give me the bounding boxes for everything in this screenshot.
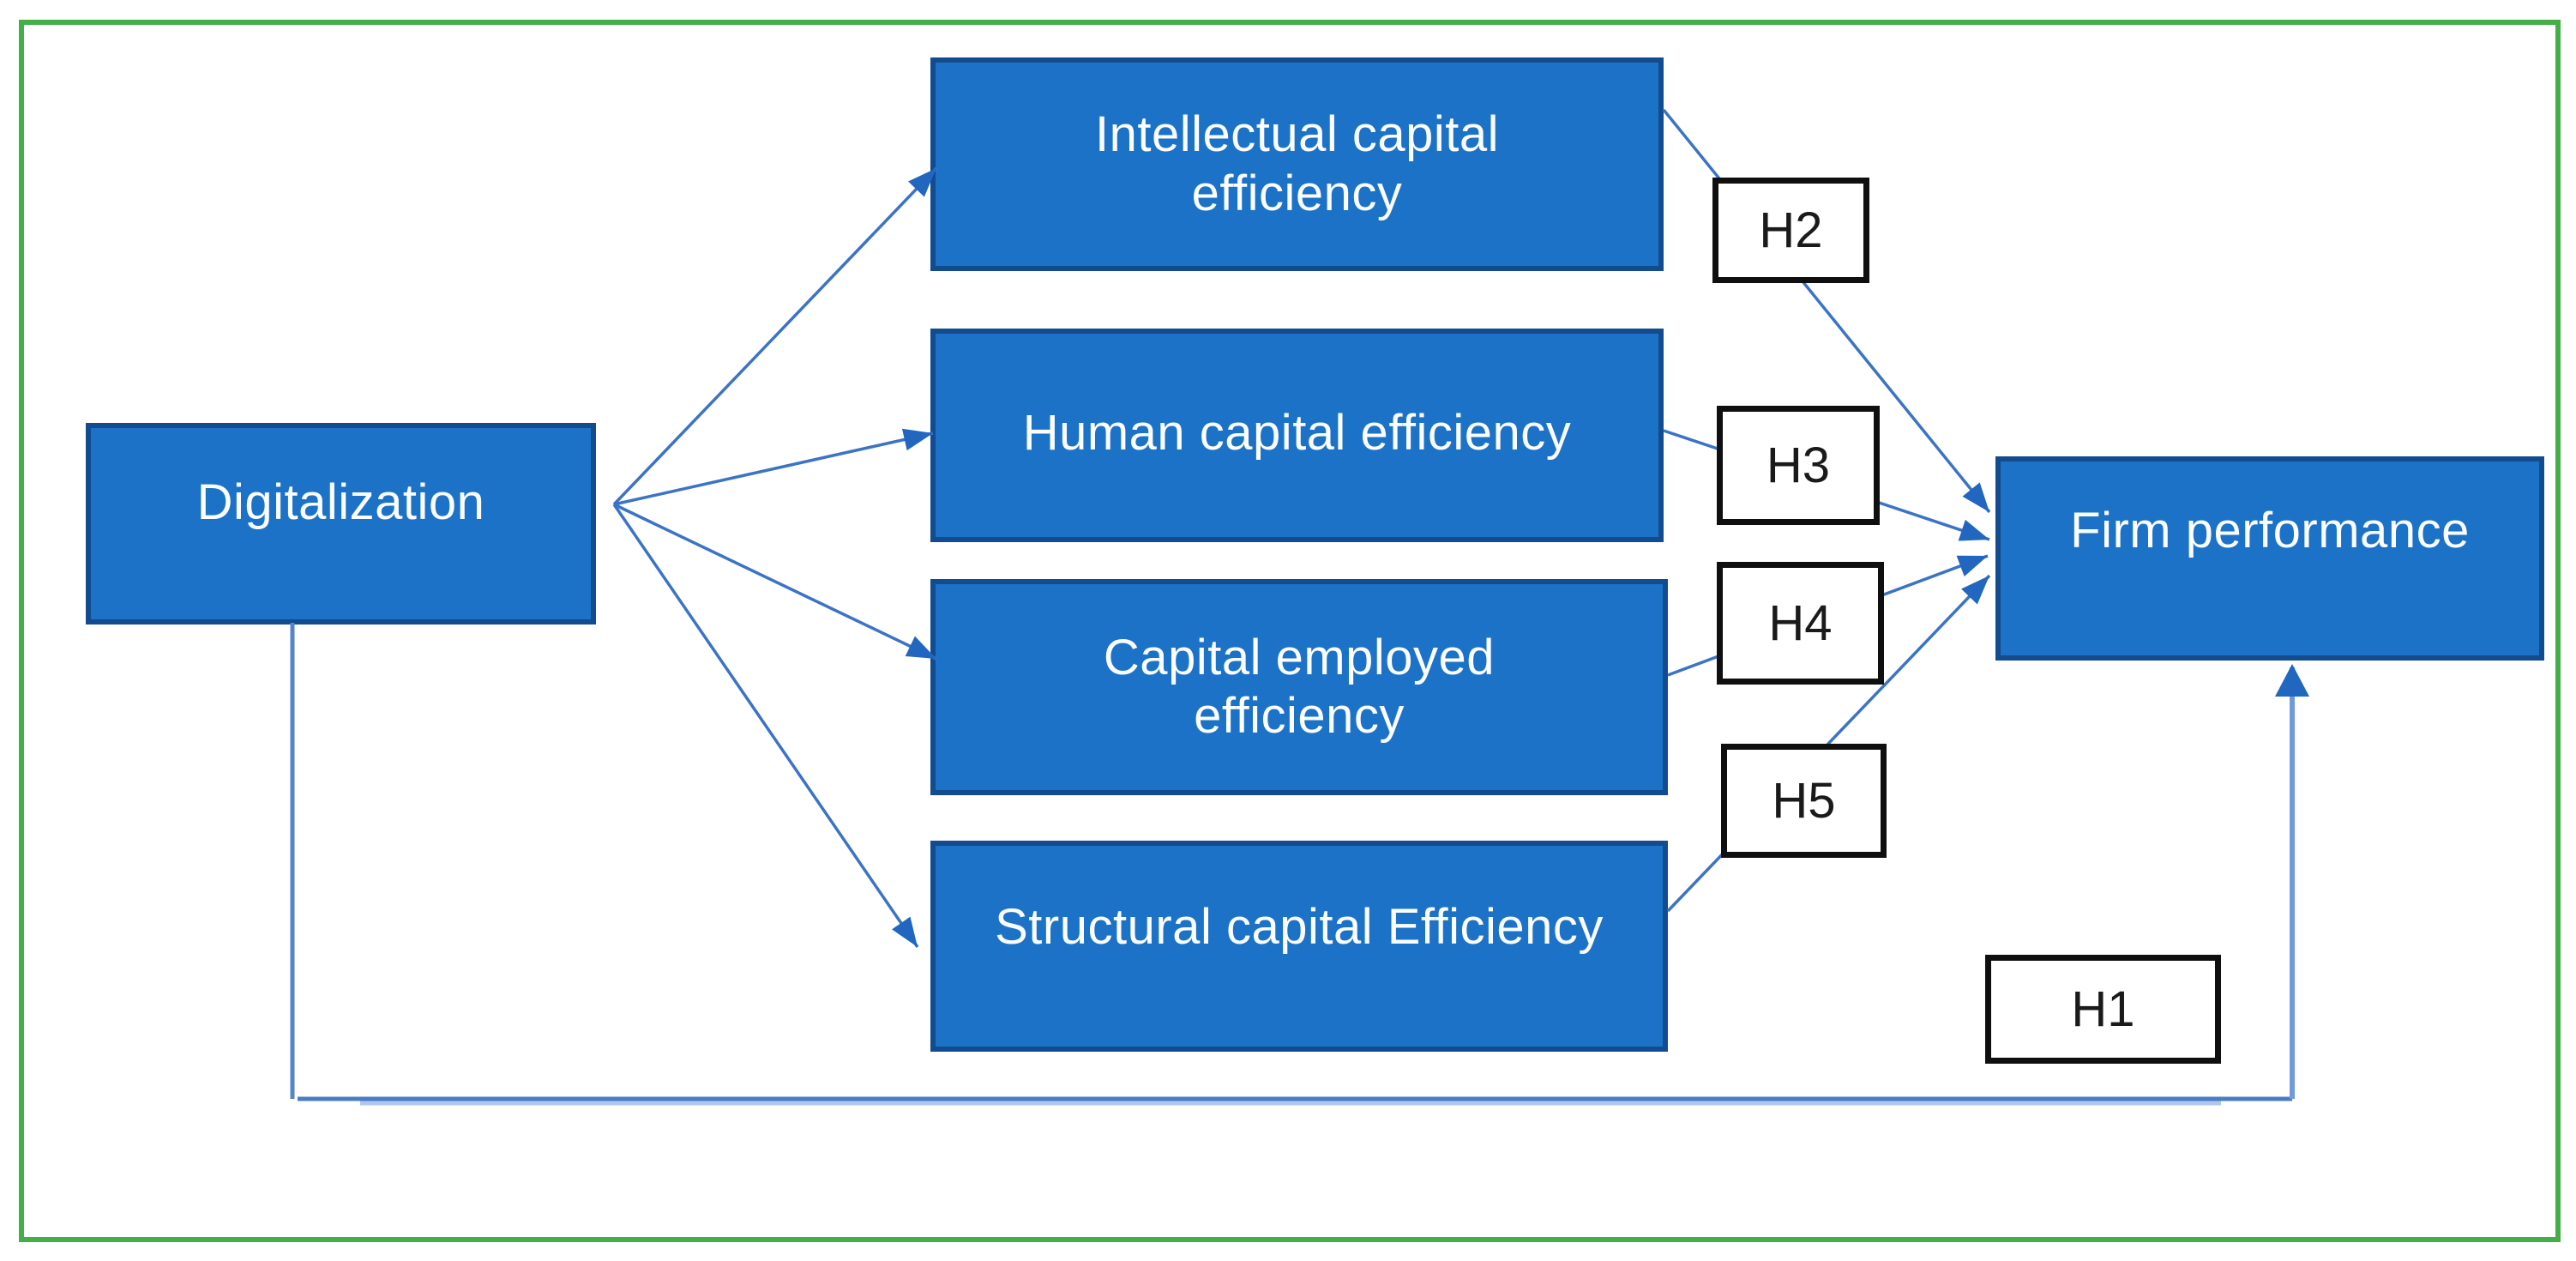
edge-digitalization-to-human — [613, 431, 934, 506]
arrowhead-digitalization-to-structural — [892, 916, 918, 947]
edge-capital-employed-to-firm-h4 — [1667, 554, 1989, 677]
arrowhead-digitalization-to-intellectual — [908, 168, 936, 197]
node-firm-performance-label: Firm performance — [2070, 502, 2470, 558]
node-firm-performance: Firm performance — [1995, 456, 2544, 661]
node-digitalization: Digitalization — [86, 423, 596, 624]
node-human-capital: Human capital efficiency — [930, 329, 1664, 542]
edge-digitalization-to-capital-employed — [613, 503, 937, 661]
node-structural-capital: Structural capital Efficiency — [930, 841, 1668, 1052]
arrowhead-digitalization-to-capital-employed — [905, 636, 936, 659]
node-capital-employed-label: efficiency — [1194, 688, 1405, 744]
diagram-border-frame — [19, 20, 2561, 1242]
arrowhead-intellectual-to-firm-h2 — [1962, 482, 1989, 512]
arrowhead-structural-to-firm-h5 — [1961, 576, 1989, 605]
node-intellectual-capital-label: efficiency — [1191, 165, 1403, 221]
node-human-capital-label: Human capital efficiency — [1022, 405, 1572, 462]
node-digitalization-label: Digitalization — [196, 474, 485, 531]
node-capital-employed-label: Capital employed — [1103, 629, 1496, 685]
arrowhead-human-to-firm-h3 — [1958, 519, 1989, 541]
edge-intellectual-to-firm-h2 — [1662, 108, 1991, 514]
arrowhead-capital-employed-to-firm-h4 — [1956, 555, 1988, 577]
arrowhead-digitalization-to-firm-h1 — [2275, 664, 2309, 697]
edge-structural-to-firm-h5 — [1666, 574, 1991, 913]
edge-human-to-firm-h3 — [1663, 429, 1990, 541]
node-intellectual-capital-label: Intellectual capital — [1094, 106, 1500, 163]
edge-digitalization-to-intellectual — [612, 166, 938, 506]
arrowhead-digitalization-to-human — [901, 428, 933, 451]
node-structural-capital-label: Structural capital Efficiency — [995, 898, 1604, 955]
edge-digitalization-to-structural — [612, 504, 919, 948]
